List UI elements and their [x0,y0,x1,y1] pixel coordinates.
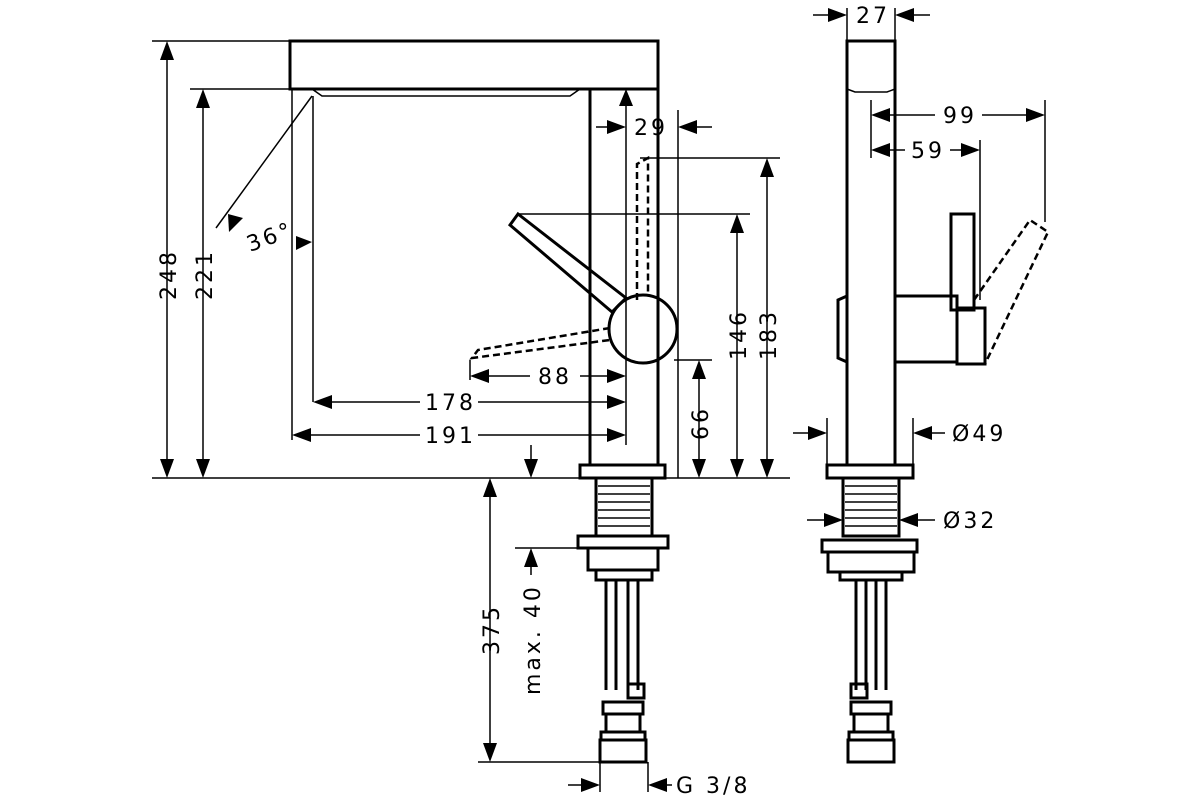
dim-dia-32: Ø32 [943,509,997,534]
side-fixing-nut [826,550,916,574]
side-view: 27 99 59 Ø49 Ø32 [793,4,1050,764]
side-extension-lines [826,8,1046,465]
supply-hoses [604,580,640,690]
dim-146: 146 [727,309,752,360]
dim-66: 66 [689,406,714,440]
side-shank-threads [845,485,897,527]
dim-27: 27 [856,4,890,29]
side-handle-dashed [972,218,1050,365]
dim-29: 29 [634,116,668,141]
handle-hub [607,293,679,365]
fixing-washer [594,568,654,582]
fixing-plate [576,534,670,550]
dim-angle-36: 36° [244,218,298,258]
fixing-nut [586,546,660,572]
dim-375: 375 [480,604,505,655]
dim-88: 88 [538,365,572,390]
shank-threads [598,485,650,527]
handle-position-down [469,326,611,360]
spout-top [288,39,660,91]
dim-59: 59 [911,139,945,164]
dim-99: 99 [943,104,977,129]
dim-dia-49: Ø49 [952,422,1006,447]
side-supply-hoses [854,580,888,690]
side-fixing-washer [838,570,904,582]
spout-underside [311,88,581,97]
side-hose-fittings [846,682,896,764]
dim-191: 191 [425,424,476,449]
extension-lines [152,40,790,792]
hose-fittings [598,700,648,764]
dim-max-40: max. 40 [521,584,546,695]
front-view: 248 221 36° 29 183 146 66 [152,39,790,799]
base-plate [578,463,667,480]
lever-handle [507,211,679,365]
side-rear-cap [836,294,848,364]
side-spout-tip [846,88,896,93]
side-handle-hub [893,294,959,364]
handle-position-up [635,155,650,300]
dim-178: 178 [425,391,476,416]
side-handle-collar [955,306,987,366]
dim-221: 221 [193,249,218,300]
side-handle-lever [949,212,976,312]
dim-183: 183 [757,309,782,360]
side-threaded-shank [841,476,901,538]
side-base-plate [825,463,915,480]
dim-248: 248 [157,249,182,300]
hose-clip [626,682,646,700]
dim-thread-g38: G 3/8 [676,774,750,799]
side-fixing-plate [820,538,919,554]
